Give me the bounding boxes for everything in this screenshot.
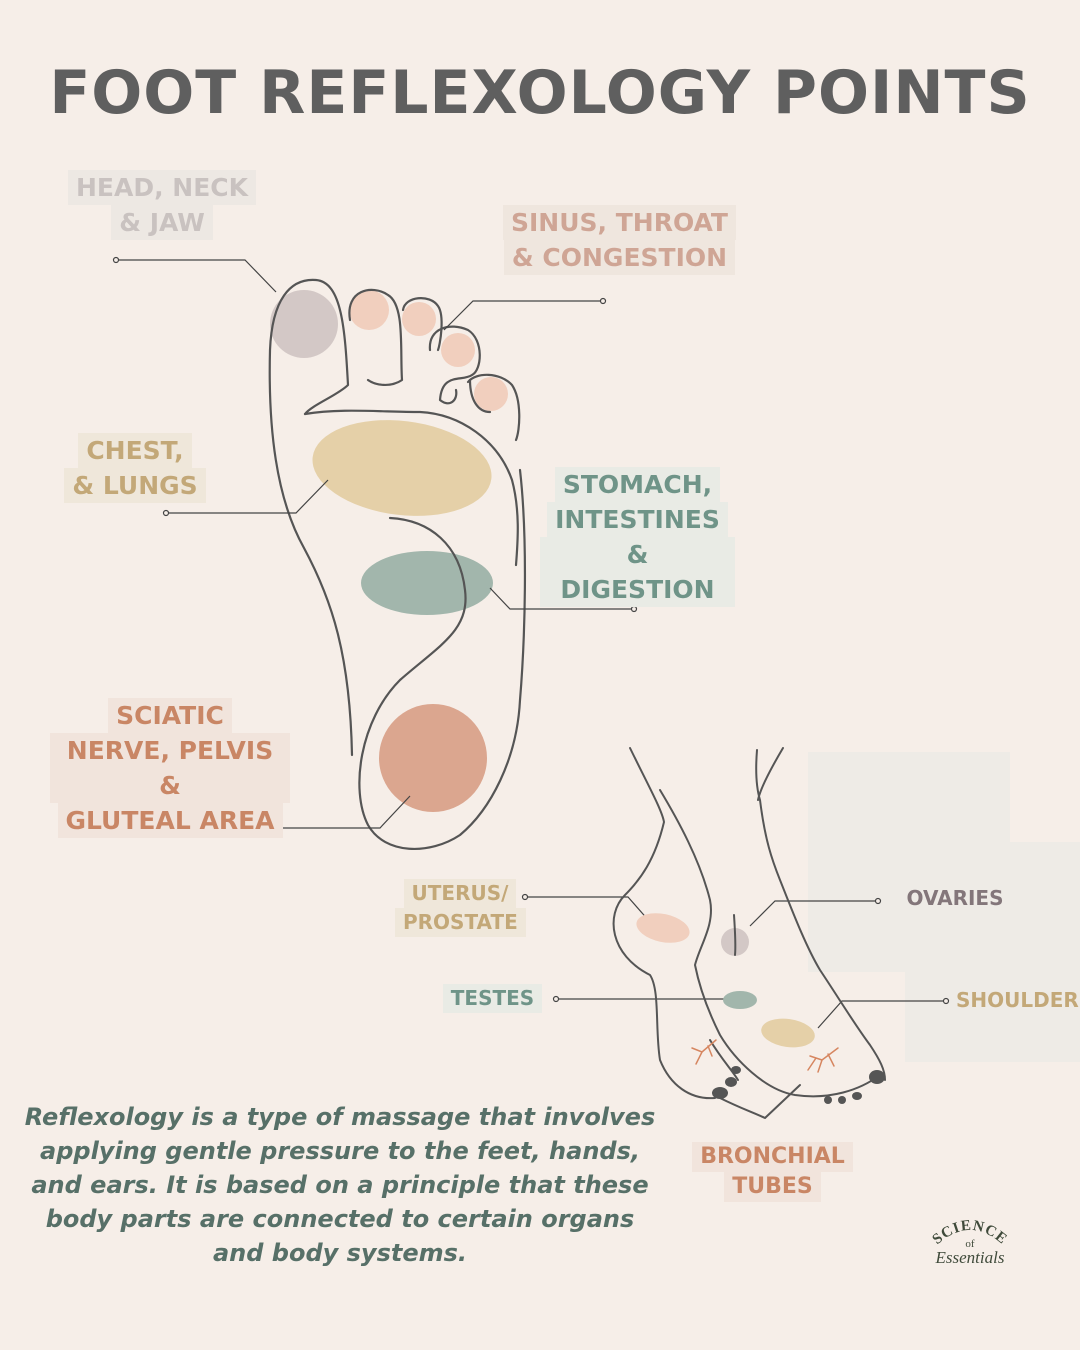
bronchial-branches [691,1039,839,1073]
chest-zone [312,420,492,516]
label-testes: TESTES [440,984,545,1013]
sole-outline [268,278,527,851]
leader-lines [116,259,946,1029]
label-chest-lungs: CHEST,& LUNGS [60,433,210,503]
shoulder-zone [761,1018,815,1048]
svg-text:of: of [965,1238,975,1250]
page-title: FOOT REFLEXOLOGY POINTS [49,58,1031,128]
sciatic-zone [379,704,487,812]
label-sinus-throat: SINUS, THROAT& CONGESTION [492,205,747,275]
head-zone [270,290,338,358]
label-stomach-intestines: STOMACH,INTESTINES& DIGESTION [540,467,735,607]
label-shoulder: SHOULDER [956,988,1079,1012]
description-text: Reflexology is a type of massage that in… [24,1103,656,1267]
toenails [712,1066,885,1104]
sinus-zone-2 [402,302,436,336]
sinus-zone-3 [441,333,475,367]
science-of-essentials-logo: SCIENCE of Essentials [930,1218,1010,1267]
label-uterus-prostate: UTERUS/PROSTATE [395,879,526,937]
uterus-zone [636,913,690,943]
testes-zone [723,991,757,1009]
sinus-zone-4 [474,377,508,411]
stomach-zone [361,551,493,615]
sinus-zone-1 [349,290,389,330]
label-ovaries: OVARIES [906,886,1004,910]
background-panel [808,752,1080,1062]
side-feet-outline [612,747,886,1119]
label-head-neck-jaw: HEAD, NECK& JAW [62,170,262,240]
svg-text:Essentials: Essentials [935,1248,1005,1267]
